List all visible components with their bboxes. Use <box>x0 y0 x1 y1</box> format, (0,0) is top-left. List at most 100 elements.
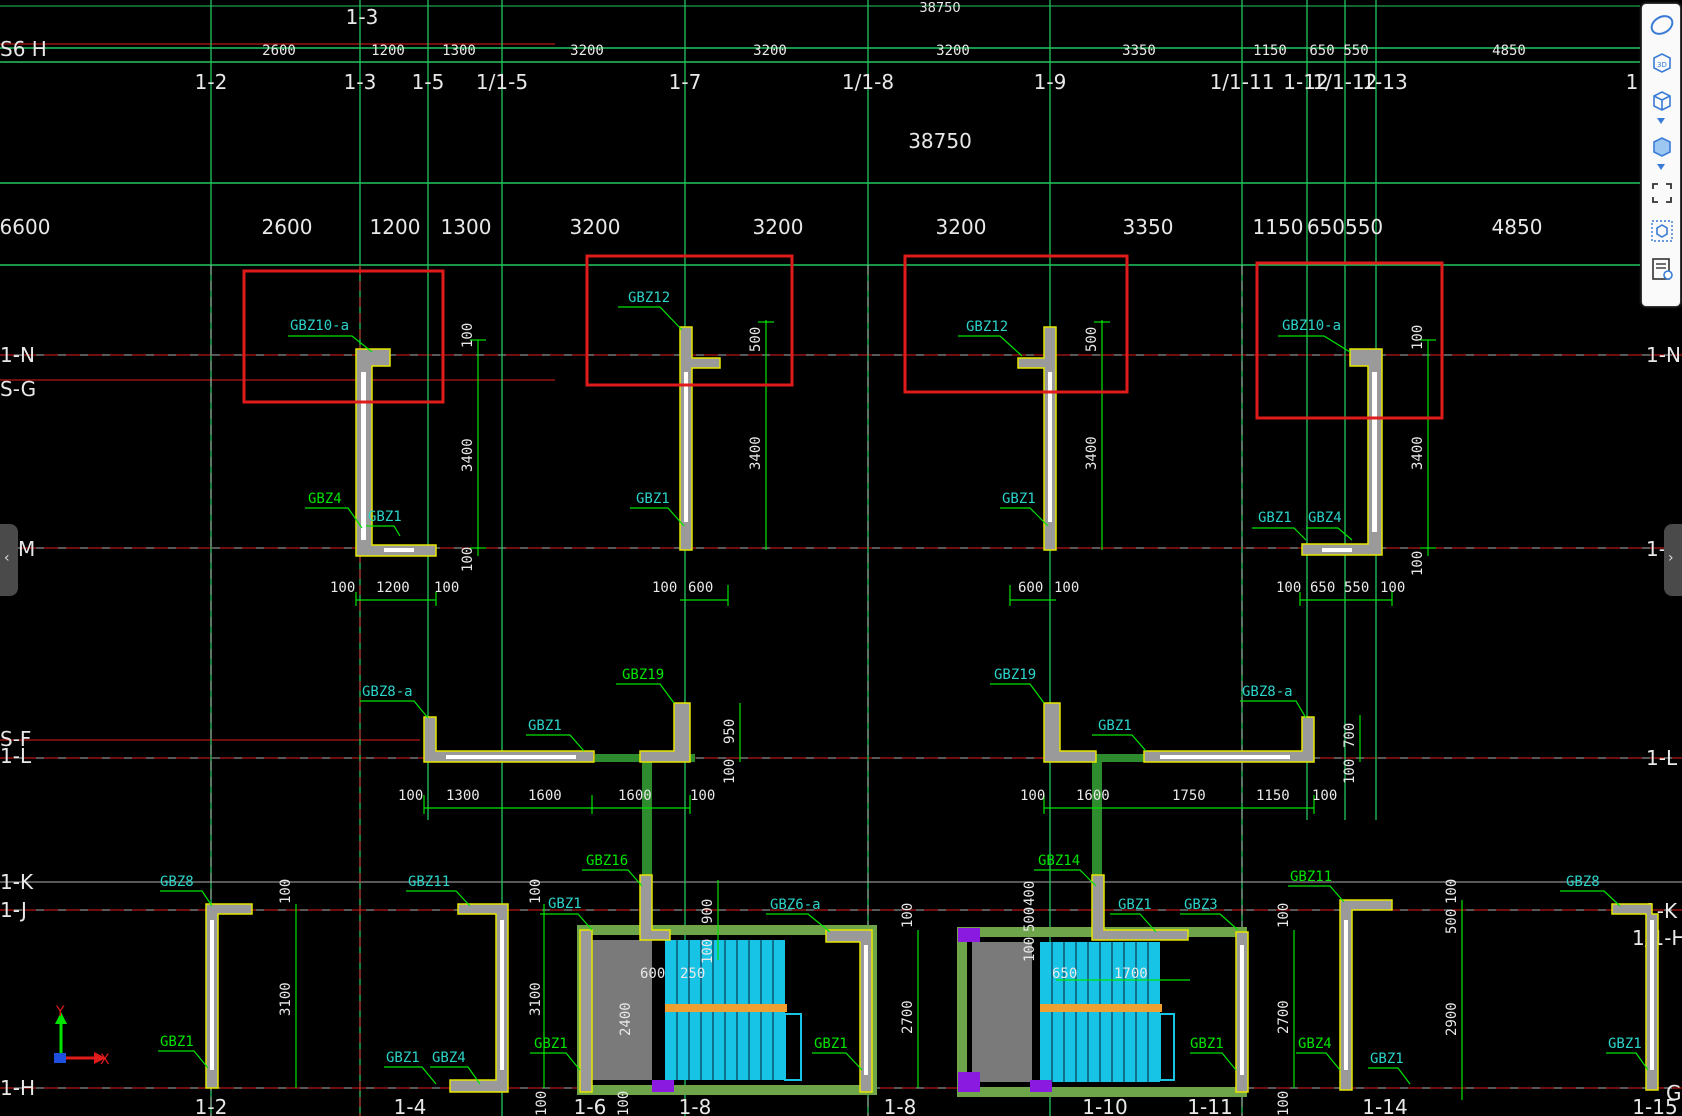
model-icon <box>1651 220 1673 242</box>
label-gbz10a-2: GBZ10-a <box>1282 318 1341 334</box>
label-gbz1-12: GBZ1 <box>814 1036 848 1052</box>
wall-center-k <box>1344 920 1348 1070</box>
big-dim-2600: 2600 <box>262 215 313 239</box>
dim-f1150: 1150 <box>1256 788 1290 804</box>
model-button[interactable] <box>1647 216 1677 246</box>
big-dims-row: 6600 2600 1200 1300 3200 3200 3200 3350 … <box>0 215 1542 239</box>
label-gbz8-2: GBZ8 <box>1566 874 1600 890</box>
fullscreen-button[interactable] <box>1647 178 1677 208</box>
axis-label-1-1-8: 1/1-8 <box>842 70 894 94</box>
right-axis-1-N: 1-N <box>1646 343 1681 367</box>
label-gbz11-1: GBZ11 <box>408 874 450 890</box>
axis-label-1-2: 1-2 <box>195 70 228 94</box>
wall-stair-left-1 <box>579 929 593 1093</box>
label-gbz1-10: GBZ1 <box>386 1050 420 1066</box>
dim-e100: 100 <box>398 788 423 804</box>
vdim-2700b: 2700 <box>1276 1000 1292 1034</box>
leader-lines <box>158 306 1649 1085</box>
label-gbz19-2: GBZ19 <box>994 667 1036 683</box>
wall-gbz12-1 <box>679 326 721 551</box>
big-dim-3200a: 3200 <box>570 215 621 239</box>
wall-center-h <box>500 920 504 1070</box>
dim-e1600b: 1600 <box>618 788 652 804</box>
dim-d650: 650 <box>1310 580 1335 596</box>
wall-center-i <box>864 945 868 1075</box>
big-dim-4850: 4850 <box>1492 215 1543 239</box>
top-axis-labels: 1-3 38750 1-2 1-3 1-5 1/1-5 1-7 1/1-8 1-… <box>195 1 1639 153</box>
vdim-3400a: 3400 <box>460 438 476 472</box>
vdim-100i: 100 <box>700 939 716 964</box>
wall-center-a <box>361 372 366 540</box>
big-dim-1300: 1300 <box>441 215 492 239</box>
vdim-100m: 100 <box>1444 879 1460 904</box>
cube-solid-button[interactable] <box>1647 132 1677 162</box>
vdim-950: 950 <box>722 719 738 744</box>
left-axis-M: M <box>18 537 35 561</box>
ucs-x-label: X <box>100 1052 110 1068</box>
dim-b100: 100 <box>652 580 677 596</box>
label-gbz8a-2: GBZ8-a <box>1242 684 1293 700</box>
wall-gbz11-2 <box>1339 899 1393 1091</box>
shear-walls <box>205 326 1659 1093</box>
vdim-100b: 100 <box>460 547 476 572</box>
vdim-3400d: 3400 <box>1410 436 1426 470</box>
top-dim-3200c: 3200 <box>936 43 970 59</box>
wall-gbz6a <box>825 929 873 1093</box>
ucs-y-label: Y <box>55 1004 65 1020</box>
vdim-900: 900 <box>700 899 716 924</box>
vdim-100k: 100 <box>1022 937 1038 962</box>
label-gbz1-11: GBZ1 <box>534 1036 568 1052</box>
top-dim-550: 550 <box>1343 43 1368 59</box>
3d-view-button[interactable]: 3D <box>1647 48 1677 78</box>
label-gbz1-4: GBZ1 <box>1258 510 1292 526</box>
fullscreen-icon <box>1652 183 1672 203</box>
top-dim-4850: 4850 <box>1492 43 1526 59</box>
beam-vertical-1 <box>642 758 652 883</box>
dim-d550: 550 <box>1344 580 1369 596</box>
label-gbz6a: GBZ6-a <box>770 897 821 913</box>
vdim-400: 400 <box>1022 881 1038 906</box>
label-gbz4-1: GBZ4 <box>308 491 342 507</box>
bottom-axis-1-8b: 1-8 <box>884 1095 917 1116</box>
right-axis-labels: 1-N 1- 1-L 1-K 1/1-H G <box>1632 343 1682 1105</box>
dim-g1700: 1700 <box>1114 966 1148 982</box>
wall-center-d <box>1372 372 1377 532</box>
label-gbz1-1: GBZ1 <box>368 509 402 525</box>
dim-f1750: 1750 <box>1172 788 1206 804</box>
left-axis-S-F: S-F <box>0 727 31 751</box>
vdim-500d: 500 <box>1444 909 1460 934</box>
bottom-axis-1-10: 1-10 <box>1082 1095 1127 1116</box>
cube-view-button[interactable] <box>1647 86 1677 116</box>
stair-corner-purple-1 <box>652 1080 674 1092</box>
properties-button[interactable] <box>1647 254 1677 284</box>
left-axis-labels: S6 H 1-N S-G M S-F 1-L 1-K 1-J 1-H <box>0 37 47 1100</box>
left-axis-1-L: 1-L <box>0 744 32 768</box>
dim-e1600: 1600 <box>528 788 562 804</box>
vdim-100n: 100 <box>534 1091 550 1116</box>
dim-c100: 100 <box>1054 580 1079 596</box>
top-dim-2600: 2600 <box>262 43 296 59</box>
caret-down-icon[interactable] <box>1657 118 1665 124</box>
highlight-box-gbz10a-2 <box>1255 261 1444 420</box>
axis-label-1-9: 1-9 <box>1034 70 1067 94</box>
dim-d100b: 100 <box>1380 580 1405 596</box>
left-panel-handle[interactable]: ‹ <box>0 524 18 596</box>
vdim-100j: 100 <box>900 903 916 928</box>
top-dim-1300: 1300 <box>442 43 476 59</box>
right-panel-handle[interactable]: › <box>1664 524 1682 596</box>
left-axis-S6H: S6 H <box>0 37 47 61</box>
bottom-axis-labels: 1-2 1-4 1-6 1-8 1-8 1-10 1-11 1-14 1-15 <box>195 1095 1678 1116</box>
orbit-button[interactable] <box>1647 10 1677 40</box>
right-axis-1: 1- <box>1646 537 1666 561</box>
bottom-axis-1-4: 1-4 <box>394 1095 427 1116</box>
wall-center-f <box>1160 755 1290 759</box>
left-axis-S-G: S-G <box>0 377 36 401</box>
caret-down-icon-2[interactable] <box>1657 164 1665 170</box>
cube-solid-icon <box>1653 137 1671 157</box>
label-gbz8-1: GBZ8 <box>160 874 194 890</box>
wall-gbz8a-1 <box>423 716 595 763</box>
vdim-100p: 100 <box>1276 1091 1292 1116</box>
dim-h250: 250 <box>680 966 705 982</box>
axis-label-1-3-top: 1-3 <box>346 5 379 29</box>
